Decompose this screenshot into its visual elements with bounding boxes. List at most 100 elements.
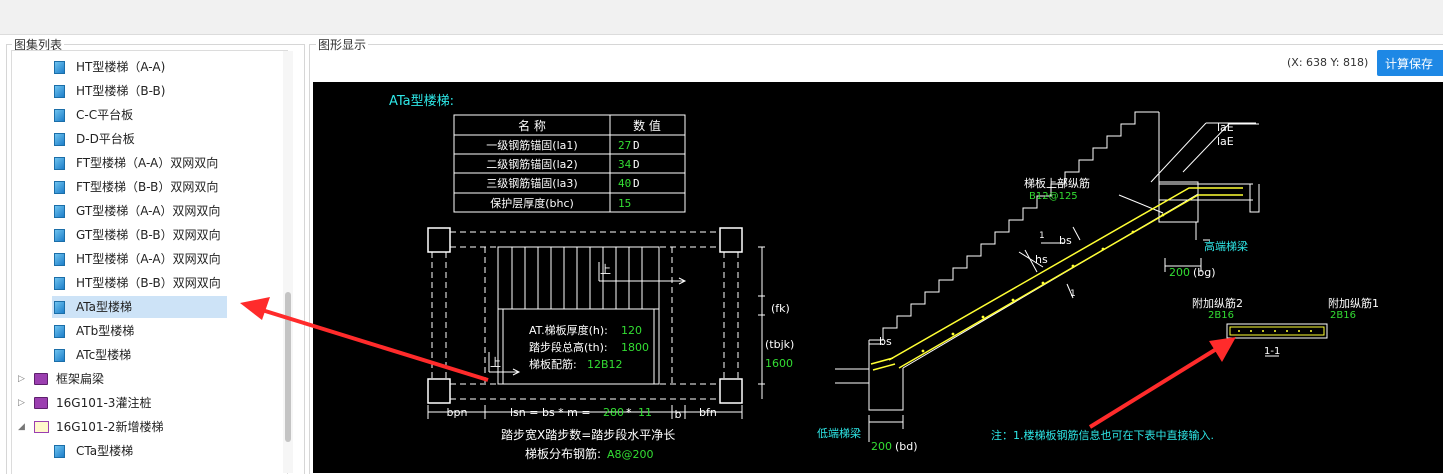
document-icon	[54, 253, 65, 266]
spec-rebar-value[interactable]: 12B12	[587, 358, 623, 371]
spec-thickness-value[interactable]: 120	[621, 324, 642, 337]
tree-item-label: 16G101-3灌注桩	[56, 396, 152, 410]
tree-item[interactable]: C-C平台板	[52, 104, 227, 126]
table-row-unit: D	[633, 158, 640, 171]
cut-mark-lower: 1	[1070, 289, 1076, 299]
tree-scrollbar-thumb[interactable]	[285, 292, 291, 442]
tree-item[interactable]: ATc型楼梯	[52, 344, 227, 366]
table-row-value[interactable]: 34	[618, 158, 632, 171]
section-1-1	[1226, 323, 1328, 357]
spec-height-value[interactable]: 1800	[621, 341, 649, 354]
table-row-value[interactable]: 15	[618, 197, 631, 210]
dim-lae-outer: laE	[1217, 121, 1234, 134]
dim-bd-label: (bd)	[895, 440, 918, 453]
tree-item-label: HT型楼梯（A-A）双网双向	[76, 252, 221, 266]
tree-item-label: ATc型楼梯	[76, 348, 132, 362]
document-icon	[54, 61, 65, 74]
tree-item[interactable]: HT型楼梯（A-A)	[52, 56, 227, 78]
tree-item[interactable]: ATb型楼梯	[52, 320, 227, 342]
dim-b: b	[675, 408, 682, 421]
upper-rebar-label: 梯板上部纵筋	[1024, 176, 1090, 190]
tree-item[interactable]: GT型楼梯（A-A）双网双向	[52, 200, 227, 222]
document-icon	[54, 109, 65, 122]
tree-item-label: HT型楼梯（A-A)	[76, 60, 166, 74]
table-row-value[interactable]: 27	[618, 139, 631, 152]
additional-rebar-1-value[interactable]: 2B16	[1330, 310, 1356, 321]
spec-height-label: 踏步段总高(th):	[529, 340, 608, 354]
cut-mark-upper: 1	[1039, 231, 1045, 241]
additional-rebar-2-value[interactable]: 2B16	[1208, 310, 1234, 321]
document-icon	[54, 205, 65, 218]
plan-note-tread: 踏步宽X踏步数=踏步段水平净长	[501, 427, 675, 442]
tree-item[interactable]: D-D平台板	[52, 128, 227, 150]
document-icon	[54, 445, 65, 458]
table-row-name: 保护层厚度(bhc)	[490, 196, 574, 210]
dim-bs-lower: bs	[879, 335, 892, 348]
drawing-title: ATa型楼梯:	[389, 94, 454, 109]
tree-item-label: ATb型楼梯	[76, 324, 135, 338]
tree-item[interactable]: ▷ 16G101-3灌注桩	[16, 392, 276, 414]
dim-lsn-bs-value[interactable]: 280	[603, 406, 624, 419]
table-row-value[interactable]: 40	[618, 177, 631, 190]
table-header-value: 数 值	[633, 118, 661, 133]
tree-item-label: GT型楼梯（A-A）双网双向	[76, 204, 221, 218]
atlas-list-groupbox	[6, 44, 305, 474]
tree-item-label: FT型楼梯（B-B）双网双向	[76, 180, 219, 194]
tree-item[interactable]: FT型楼梯（A-A）双网双向	[52, 152, 227, 174]
tree-item[interactable]: GT型楼梯（B-B）双网双向	[52, 224, 227, 246]
high-end-beam-label: 高端梯梁	[1204, 239, 1248, 253]
plan-up-label-lower: 上	[490, 356, 501, 369]
spec-thickness-label: AT.梯板厚度(h):	[529, 323, 608, 337]
table-header-name: 名 称	[518, 118, 546, 133]
tree-item[interactable]: CTa型楼梯	[52, 440, 227, 462]
section-mark: 1-1	[1264, 346, 1280, 357]
tree-item-label: 16G101-2新增楼梯	[56, 420, 164, 434]
dim-tbjk-value[interactable]: 1600	[765, 357, 793, 370]
rebar-lines	[870, 187, 1243, 371]
dim-lsn-formula: lsn = bs * m =	[510, 406, 591, 419]
drawing-canvas[interactable]: ATa型楼梯: 名 称 数 值 一级钢筋锚固(la1) 二级钢筋锚固(la2) …	[313, 82, 1443, 473]
tree-item[interactable]: FT型楼梯（B-B）双网双向	[52, 176, 227, 198]
tree-scrollbar-track[interactable]	[283, 51, 293, 473]
document-icon	[54, 157, 65, 170]
expand-caret-icon[interactable]: ◢	[18, 422, 25, 432]
document-icon	[54, 325, 65, 338]
plan-note-distribution-label: 梯板分布钢筋:	[525, 446, 601, 461]
table-row-name: 一级钢筋锚固(la1)	[486, 138, 577, 152]
tree-item[interactable]: HT型楼梯（A-A）双网双向	[52, 248, 227, 270]
tree-item-label: D-D平台板	[76, 132, 135, 146]
document-icon	[54, 133, 65, 146]
table-row-name: 三级钢筋锚固(la3)	[486, 176, 577, 190]
dim-lsn-times: *	[626, 406, 632, 419]
dim-bg-value[interactable]: 200	[1169, 266, 1190, 279]
dim-bpn: bpn	[447, 406, 468, 419]
tree-item[interactable]: ◢ 16G101-2新增楼梯	[16, 416, 276, 438]
dim-lsn-m-value[interactable]: 11	[638, 406, 652, 419]
dim-bd-value[interactable]: 200	[871, 440, 892, 453]
plan-up-label: 上	[600, 263, 611, 276]
additional-rebar-2-label: 附加纵筋2	[1192, 296, 1243, 310]
tree-item-label: CTa型楼梯	[76, 444, 134, 458]
atlas-tree[interactable]: HT型楼梯（A-A) HT型楼梯（B-B) C-C平台板 D-D平台板 FT型楼梯（A-…	[11, 50, 288, 474]
tree-item[interactable]: ▷框架扁梁	[16, 368, 276, 390]
upper-rebar-value[interactable]: B12@125	[1029, 191, 1078, 202]
tree-item[interactable]: ATa型楼梯	[52, 296, 227, 318]
parameter-table	[453, 114, 686, 213]
tree-item[interactable]: HT型楼梯（B-B）双网双向	[52, 272, 227, 294]
dim-bfn: bfn	[699, 406, 717, 419]
drawing-note: 注：1.楼梯板钢筋信息也可在下表中直接输入.	[991, 428, 1214, 442]
top-toolbar-strip	[0, 0, 1443, 35]
collapse-caret-icon[interactable]: ▷	[18, 398, 25, 408]
document-icon	[54, 301, 65, 314]
calculate-save-button[interactable]: 计算保存	[1377, 50, 1443, 76]
tree-item[interactable]: HT型楼梯（B-B)	[52, 80, 227, 102]
dim-bs-upper: bs	[1059, 234, 1072, 247]
plan-note-distribution-value[interactable]: A8@200	[607, 448, 654, 461]
tree-item-label: C-C平台板	[76, 108, 134, 122]
stair-drawing: ATa型楼梯: 名 称 数 值 一级钢筋锚固(la1) 二级钢筋锚固(la2) …	[389, 94, 1379, 461]
document-icon	[54, 229, 65, 242]
collapse-caret-icon[interactable]: ▷	[18, 374, 25, 384]
graphic-display-groupbox	[309, 44, 1443, 474]
table-row-unit: D	[633, 177, 640, 190]
document-icon	[54, 349, 65, 362]
